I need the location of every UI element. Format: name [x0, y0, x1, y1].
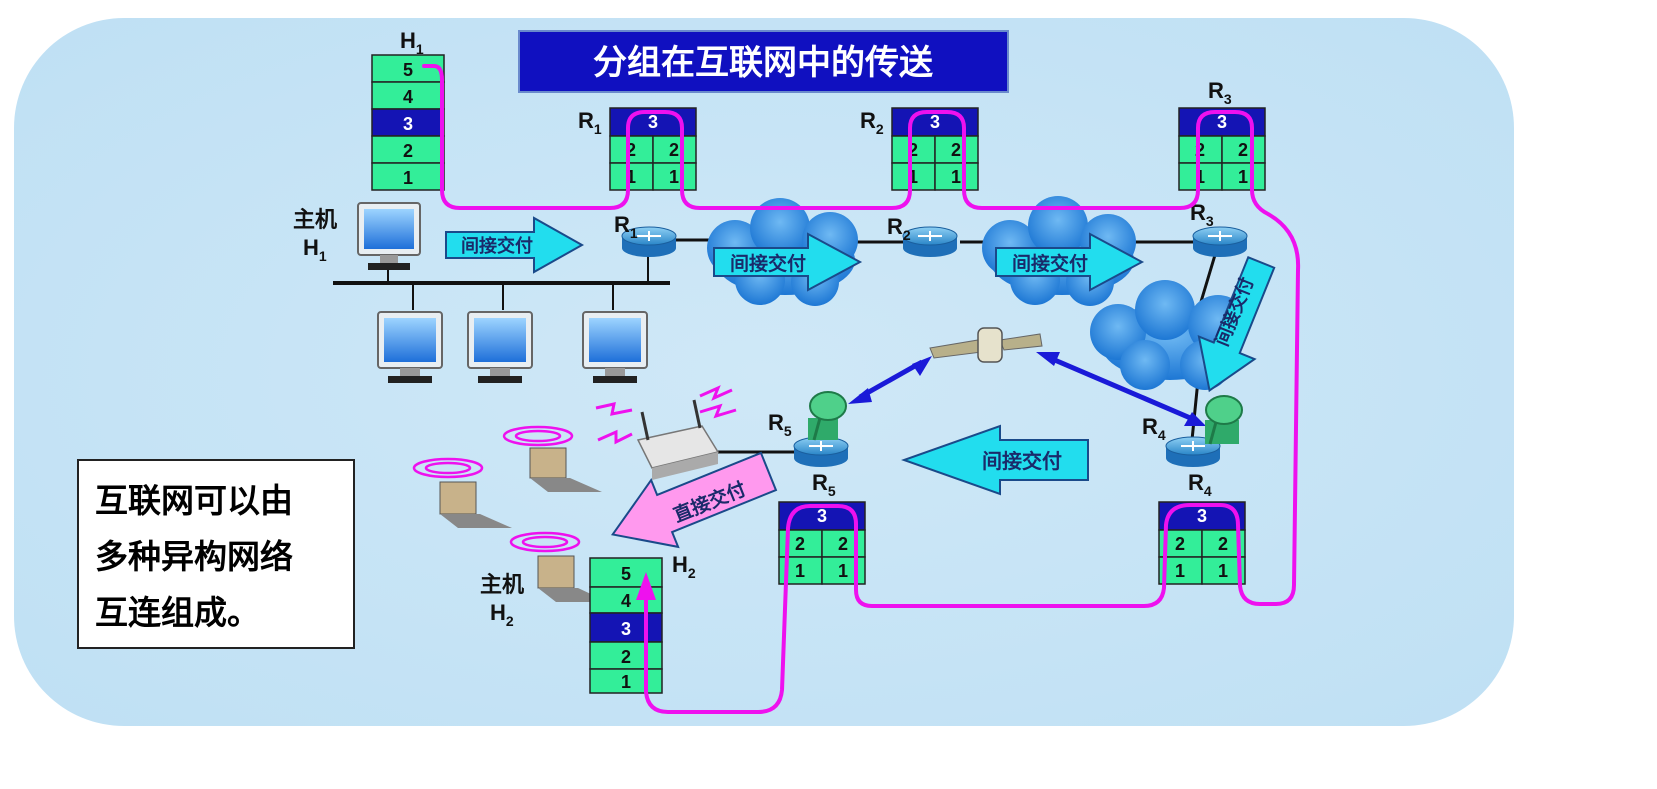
- layer-label: 1: [838, 561, 848, 581]
- layer-label: 3: [621, 619, 631, 639]
- link-r3-cloud3: [1198, 254, 1217, 306]
- router-r2-protocol-stack: 3 2 2 1 1: [891, 107, 979, 191]
- note-line-2: 多种异构网络: [95, 538, 293, 575]
- r5-stack-label: R5: [812, 470, 836, 499]
- title-box: [518, 30, 1009, 93]
- host-h1-label: 主机: [293, 207, 337, 232]
- satellite-link-r5: [858, 359, 924, 400]
- host-h1-protocol-stack: 5 4 3 2 1: [371, 54, 445, 191]
- wireless-signal-icon: [595, 385, 737, 445]
- host-h1-name: H1: [303, 235, 327, 264]
- layer-label: 3: [1217, 112, 1227, 132]
- layer-label: 1: [626, 167, 636, 187]
- router-r4-protocol-stack: 3 2 2 1 1: [1158, 501, 1246, 585]
- layer-label: 1: [1238, 167, 1248, 187]
- layer-label: 1: [403, 168, 413, 188]
- layer-label: 1: [1175, 561, 1185, 581]
- page-title: 分组在互联网中的传送: [593, 44, 933, 82]
- router-r1-label: R1: [614, 212, 638, 241]
- layer-label: 2: [1218, 534, 1228, 554]
- r2-stack-label: R2: [860, 108, 884, 137]
- router-r1-protocol-stack: 3 2 2 1 1: [609, 107, 697, 191]
- layer-label: 3: [648, 112, 658, 132]
- layer-label: 1: [621, 672, 631, 692]
- router-r1-icon: [621, 226, 677, 257]
- packet-path: [422, 64, 1301, 714]
- layer-label: 3: [930, 112, 940, 132]
- lan-computer-icon: [467, 311, 533, 383]
- layer-label: 1: [908, 167, 918, 187]
- satellite-dish-r5-icon: [808, 391, 847, 441]
- indirect-delivery-arrow-4: 间接交付: [901, 424, 1089, 496]
- router-r3-icon: [1192, 226, 1248, 257]
- router-r5-icon: [793, 436, 849, 467]
- r1-stack-label: R1: [578, 108, 602, 137]
- indirect-delivery-label: 间接交付: [982, 449, 1062, 473]
- layer-label: 2: [838, 534, 848, 554]
- note-line-1: 互联网可以由: [95, 482, 293, 519]
- router-r3-label: R3: [1190, 200, 1214, 229]
- host-h1-computer-icon: [357, 202, 421, 270]
- indirect-delivery-arrow-2: 间接交付: [713, 232, 863, 292]
- layer-label: 2: [951, 140, 961, 160]
- packet-path-arrowhead: [636, 572, 656, 600]
- laptop-icon: [502, 425, 602, 492]
- lan-computer-icon: [582, 311, 648, 383]
- r4-stack-label: R4: [1188, 470, 1212, 499]
- indirect-delivery-arrow-1: 间接交付: [445, 216, 585, 274]
- background-panel: [14, 18, 1514, 726]
- layer-label: 2: [669, 140, 679, 160]
- layer-label: 2: [1175, 534, 1185, 554]
- router-r5-label: R5: [768, 410, 792, 439]
- indirect-delivery-arrow-3: 间接交付: [995, 232, 1145, 292]
- layer-label: 2: [908, 140, 918, 160]
- router-r2-label: R2: [887, 214, 911, 243]
- layer-label: 3: [817, 506, 827, 526]
- satellite-dish-r4-icon: [1205, 395, 1243, 445]
- host-h2-protocol-stack: 5 4 3 2 1: [589, 557, 663, 694]
- lan-computer-icon: [377, 311, 443, 383]
- layer-label: 2: [1238, 140, 1248, 160]
- laptop-icon: [412, 457, 512, 528]
- note-box: [77, 459, 355, 649]
- h2-stack-label: H2: [672, 552, 696, 581]
- layer-label: 2: [626, 140, 636, 160]
- layer-label: 3: [1197, 506, 1207, 526]
- router-r2-icon: [902, 226, 958, 257]
- indirect-delivery-arrow-5: [1197, 255, 1276, 393]
- wireless-access-point-icon: [636, 399, 720, 480]
- layer-label: 5: [621, 564, 631, 584]
- direct-delivery-arrow: [610, 451, 778, 549]
- satellite-icon: [929, 327, 1043, 363]
- layer-label: 4: [403, 87, 413, 107]
- layer-label: 3: [403, 114, 413, 134]
- link-cloud3-r4: [1190, 379, 1200, 441]
- host-h2-label: 主机: [480, 572, 524, 597]
- satellite-link-r4: [1049, 355, 1196, 423]
- layer-label: 1: [795, 561, 805, 581]
- layer-label: 5: [403, 60, 413, 80]
- layer-label: 2: [621, 647, 631, 667]
- layer-label: 2: [795, 534, 805, 554]
- layer-label: 1: [951, 167, 961, 187]
- indirect-delivery-label: 间接交付: [730, 252, 806, 275]
- indirect-delivery-label: 间接交付: [1012, 252, 1088, 275]
- layer-label: 1: [669, 167, 679, 187]
- r3-stack-label: R3: [1208, 78, 1232, 107]
- layer-label: 2: [403, 141, 413, 161]
- layer-label: 1: [1218, 561, 1228, 581]
- router-r4-label: R4: [1142, 414, 1166, 443]
- note-line-3: 互连组成。: [95, 594, 260, 631]
- host-h2-name: H2: [490, 600, 514, 629]
- layer-label: 4: [621, 591, 631, 611]
- indirect-delivery-label: 间接交付: [461, 235, 533, 256]
- h1-stack-label: H1: [400, 28, 424, 57]
